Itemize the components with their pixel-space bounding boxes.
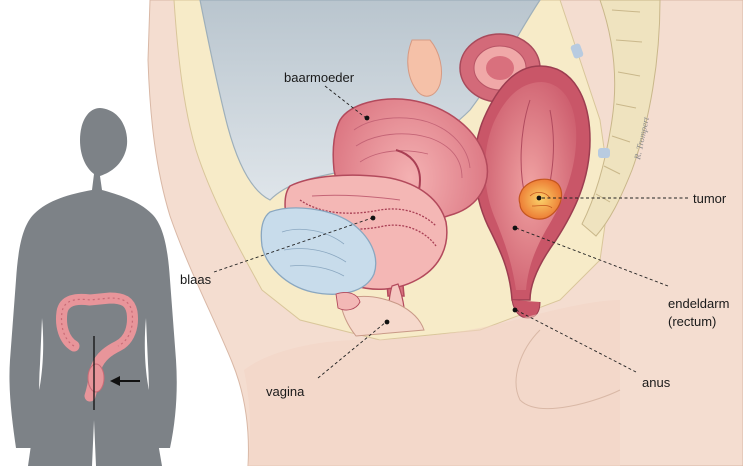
label-rectum-line1: endeldarm	[668, 296, 729, 311]
label-vagina: vagina	[266, 384, 305, 399]
label-rectum-line2: (rectum)	[668, 314, 716, 329]
body-silhouette	[9, 108, 176, 466]
label-tumor: tumor	[693, 191, 727, 206]
label-bladder: blaas	[180, 272, 212, 287]
label-anus: anus	[642, 375, 671, 390]
pelvis-cross-section: R. Trompert	[148, 0, 743, 466]
label-uterus: baarmoeder	[284, 70, 355, 85]
